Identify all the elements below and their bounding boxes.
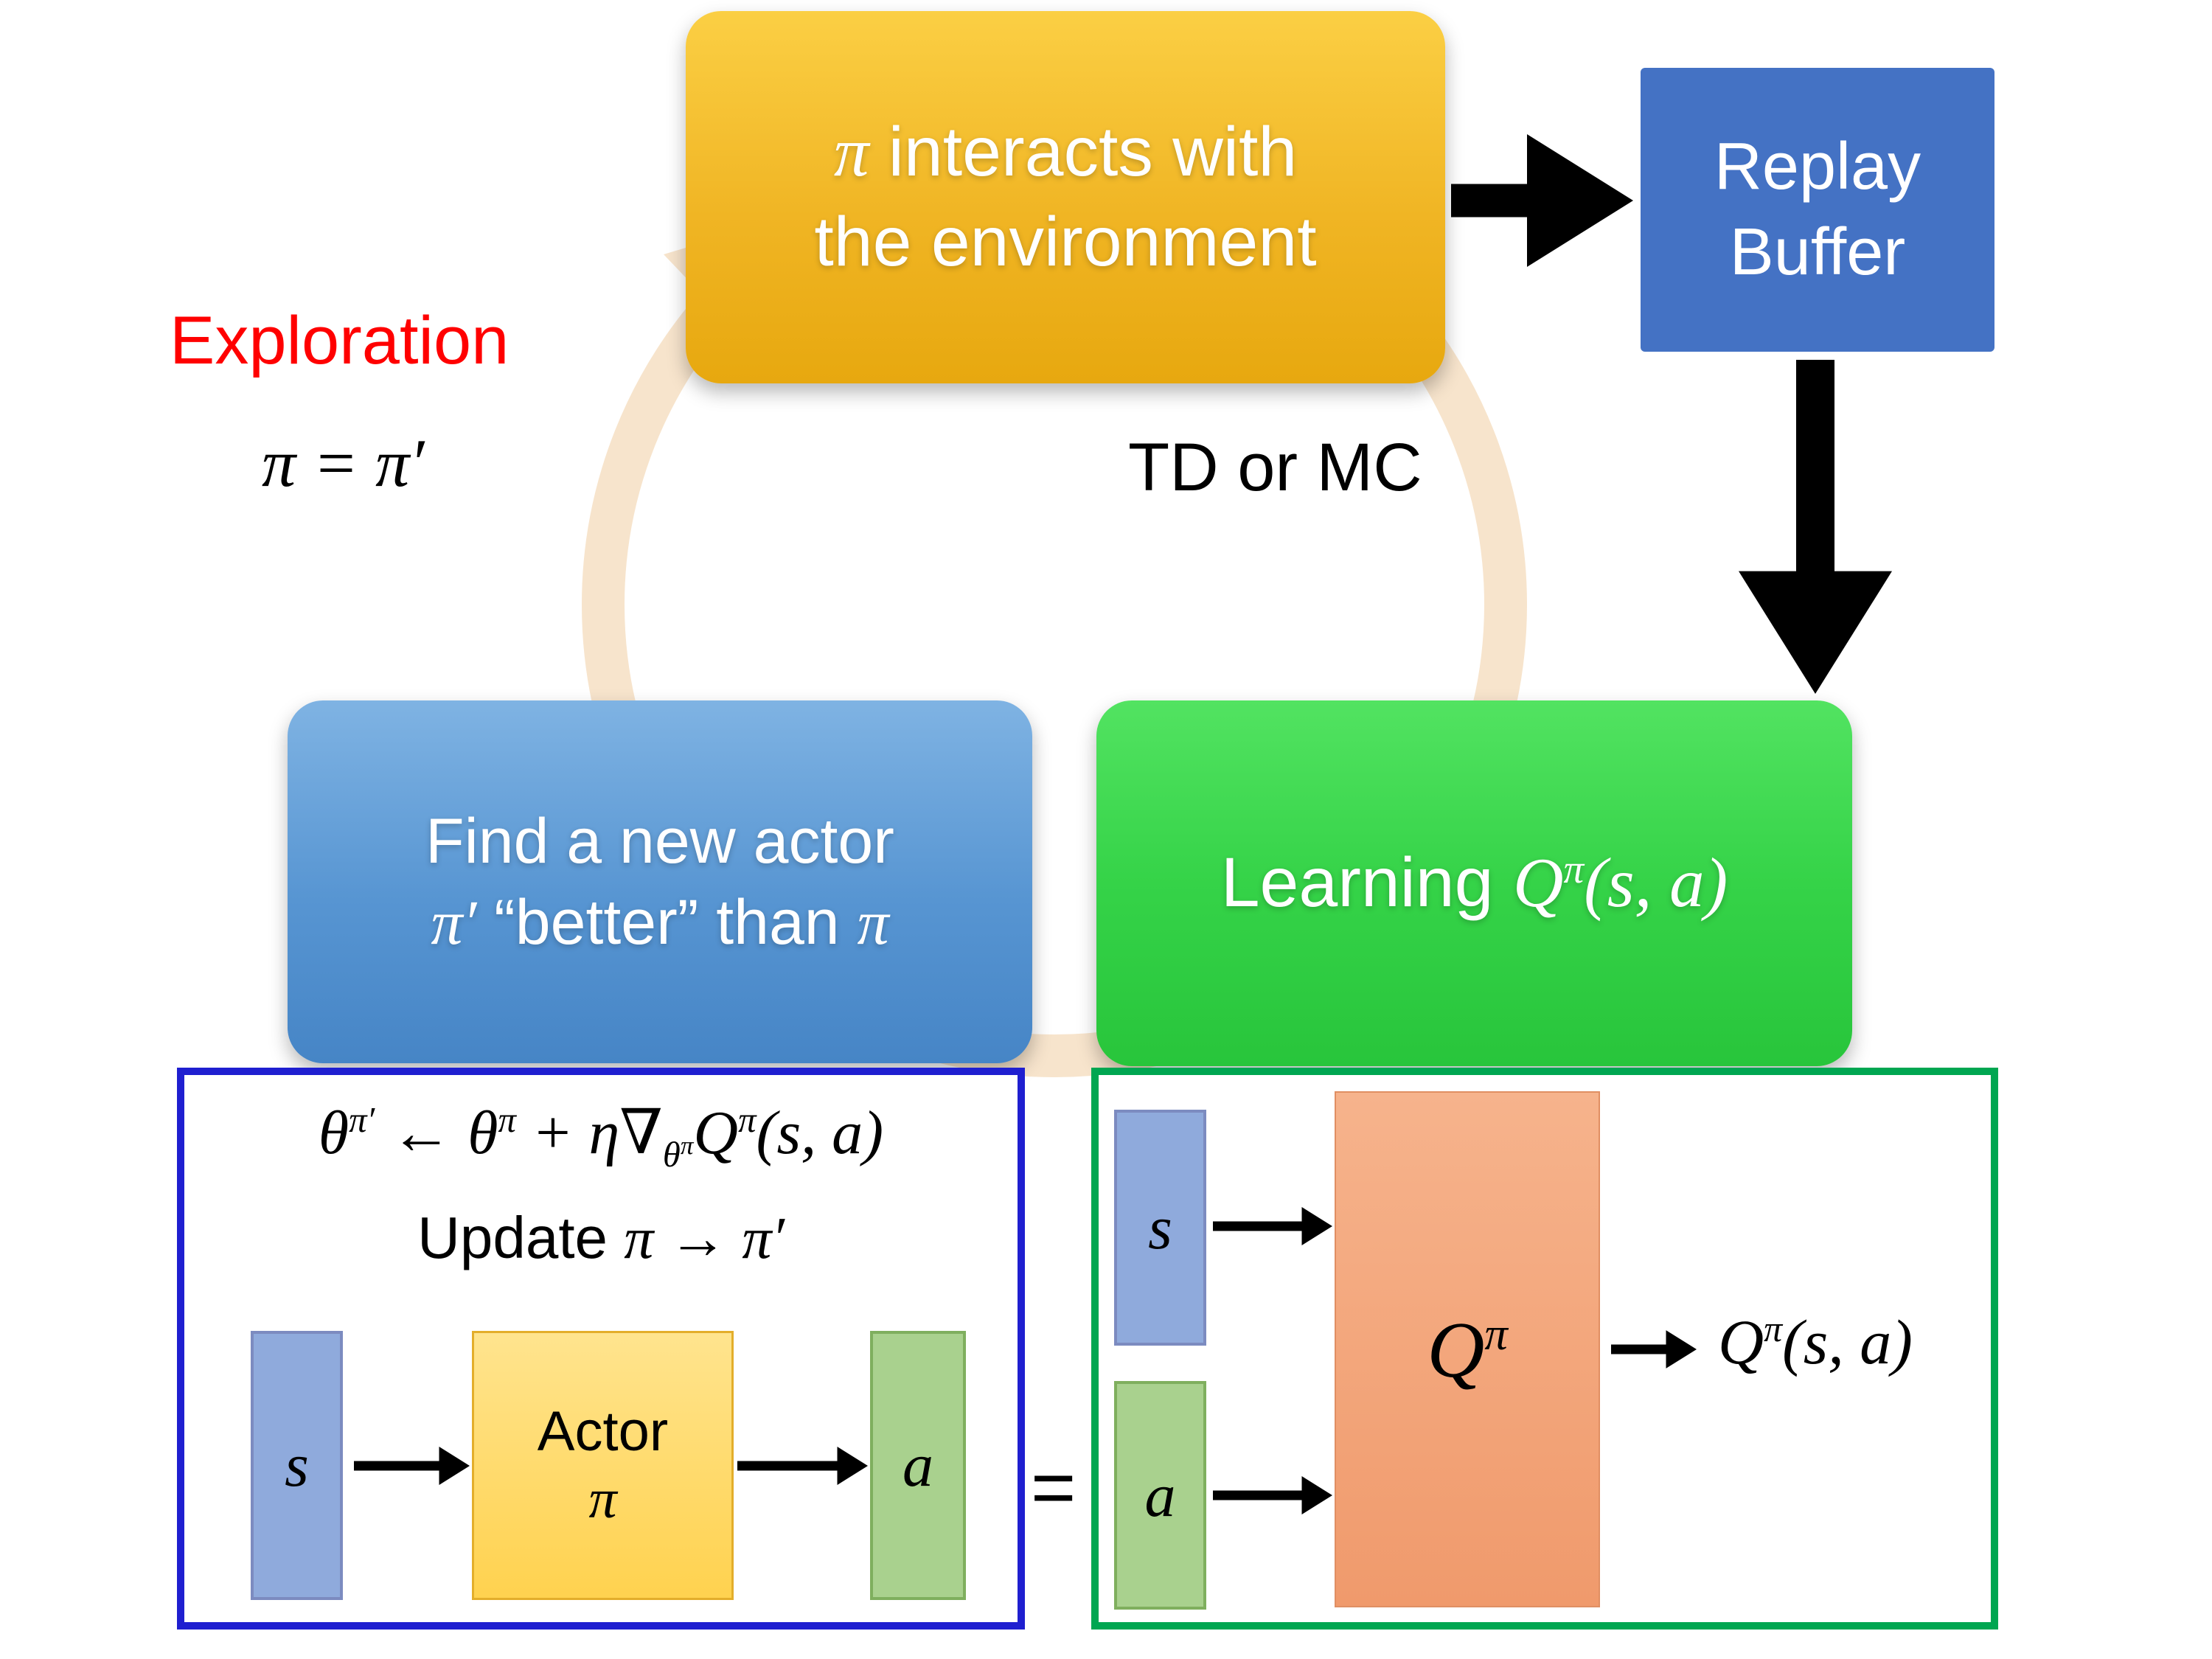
pi-prime-symbol: π′ — [431, 887, 477, 958]
formula-sup1: π′ — [349, 1100, 375, 1140]
q-symbol: Q — [1512, 844, 1564, 922]
policy-update-panel: θπ′ ← θπ + η∇θπQπ(s, a) Update π → π′ s … — [177, 1068, 1025, 1630]
replay-line2: Buffer — [1729, 215, 1906, 289]
pi-equals-pi-prime: π = π′ — [262, 425, 425, 501]
update-math: π → π′ — [624, 1206, 785, 1271]
learning-label: Learning Qπ(s, a) — [1221, 838, 1728, 928]
s-label: s — [285, 1431, 309, 1500]
interacts-text: interacts with — [869, 112, 1298, 191]
out-args: (s, a) — [1782, 1307, 1913, 1377]
q-sup-pi: π — [1484, 1307, 1508, 1360]
critic-a-rect: a — [1114, 1381, 1206, 1610]
learning-text: Learning — [1220, 844, 1513, 922]
td-or-mc-label: TD or MC — [1128, 430, 1422, 505]
formula-plus-grad: + η∇ — [515, 1099, 663, 1167]
exploration-label: Exploration — [170, 303, 509, 378]
equals-sign: = — [1031, 1444, 1077, 1531]
update-pi-line: Update π → π′ — [184, 1204, 1018, 1273]
actor-label: Actor — [537, 1400, 669, 1464]
critic-panel: s a Qπ Qπ(s, a) — [1091, 1068, 1998, 1630]
update-text: Update — [417, 1205, 625, 1270]
formula-q: Q — [693, 1099, 739, 1167]
formula-theta2: θ — [467, 1099, 498, 1167]
a-label: a — [1144, 1461, 1176, 1530]
replay-buffer-box: Replay Buffer — [1641, 68, 1994, 352]
interacts-box-line1: π interacts with — [834, 108, 1297, 198]
out-q-sup: π — [1764, 1309, 1783, 1350]
gradient-update-formula: θπ′ ← θπ + η∇θπQπ(s, a) — [184, 1096, 1018, 1172]
formula-assign-arrow: ← — [375, 1099, 468, 1167]
interacts-box: π interacts with the environment — [686, 11, 1445, 383]
formula-sup2: π — [498, 1100, 516, 1140]
formula-args: (s, a) — [756, 1099, 884, 1167]
pi-symbol: π — [857, 887, 889, 958]
formula-grad-sub-sup: π — [680, 1130, 694, 1160]
q-symbol: Q — [1427, 1306, 1485, 1394]
policy-s-rect: s — [251, 1331, 343, 1600]
s-label: s — [1148, 1193, 1172, 1262]
q-args: (s, a) — [1584, 844, 1728, 922]
find-actor-line1: Find a new actor — [425, 805, 894, 877]
learning-box: Learning Qπ(s, a) — [1096, 700, 1852, 1066]
interacts-box-line2: the environment — [814, 202, 1317, 281]
q-function-rect: Qπ — [1335, 1091, 1600, 1607]
critic-s-rect: s — [1114, 1110, 1206, 1346]
replay-line1: Replay — [1714, 130, 1921, 204]
out-q: Q — [1718, 1307, 1764, 1377]
formula-grad-sub-theta: θ — [662, 1134, 681, 1175]
policy-a-rect: a — [870, 1331, 966, 1600]
q-sup-pi: π — [1563, 846, 1585, 891]
actor-rect: Actor π — [472, 1331, 734, 1600]
q-output-label: Qπ(s, a) — [1718, 1305, 1913, 1379]
find-actor-line2: π′ “better” than π — [431, 882, 888, 963]
better-than-text: “better” than — [476, 887, 858, 958]
pi-symbol: π — [833, 112, 869, 191]
actor-pi-label: π — [588, 1467, 617, 1530]
formula-q-sup: π — [738, 1100, 757, 1140]
formula-theta1: θ — [318, 1099, 349, 1167]
a-label: a — [902, 1431, 933, 1500]
find-actor-box: Find a new actor π′ “better” than π — [288, 700, 1032, 1063]
